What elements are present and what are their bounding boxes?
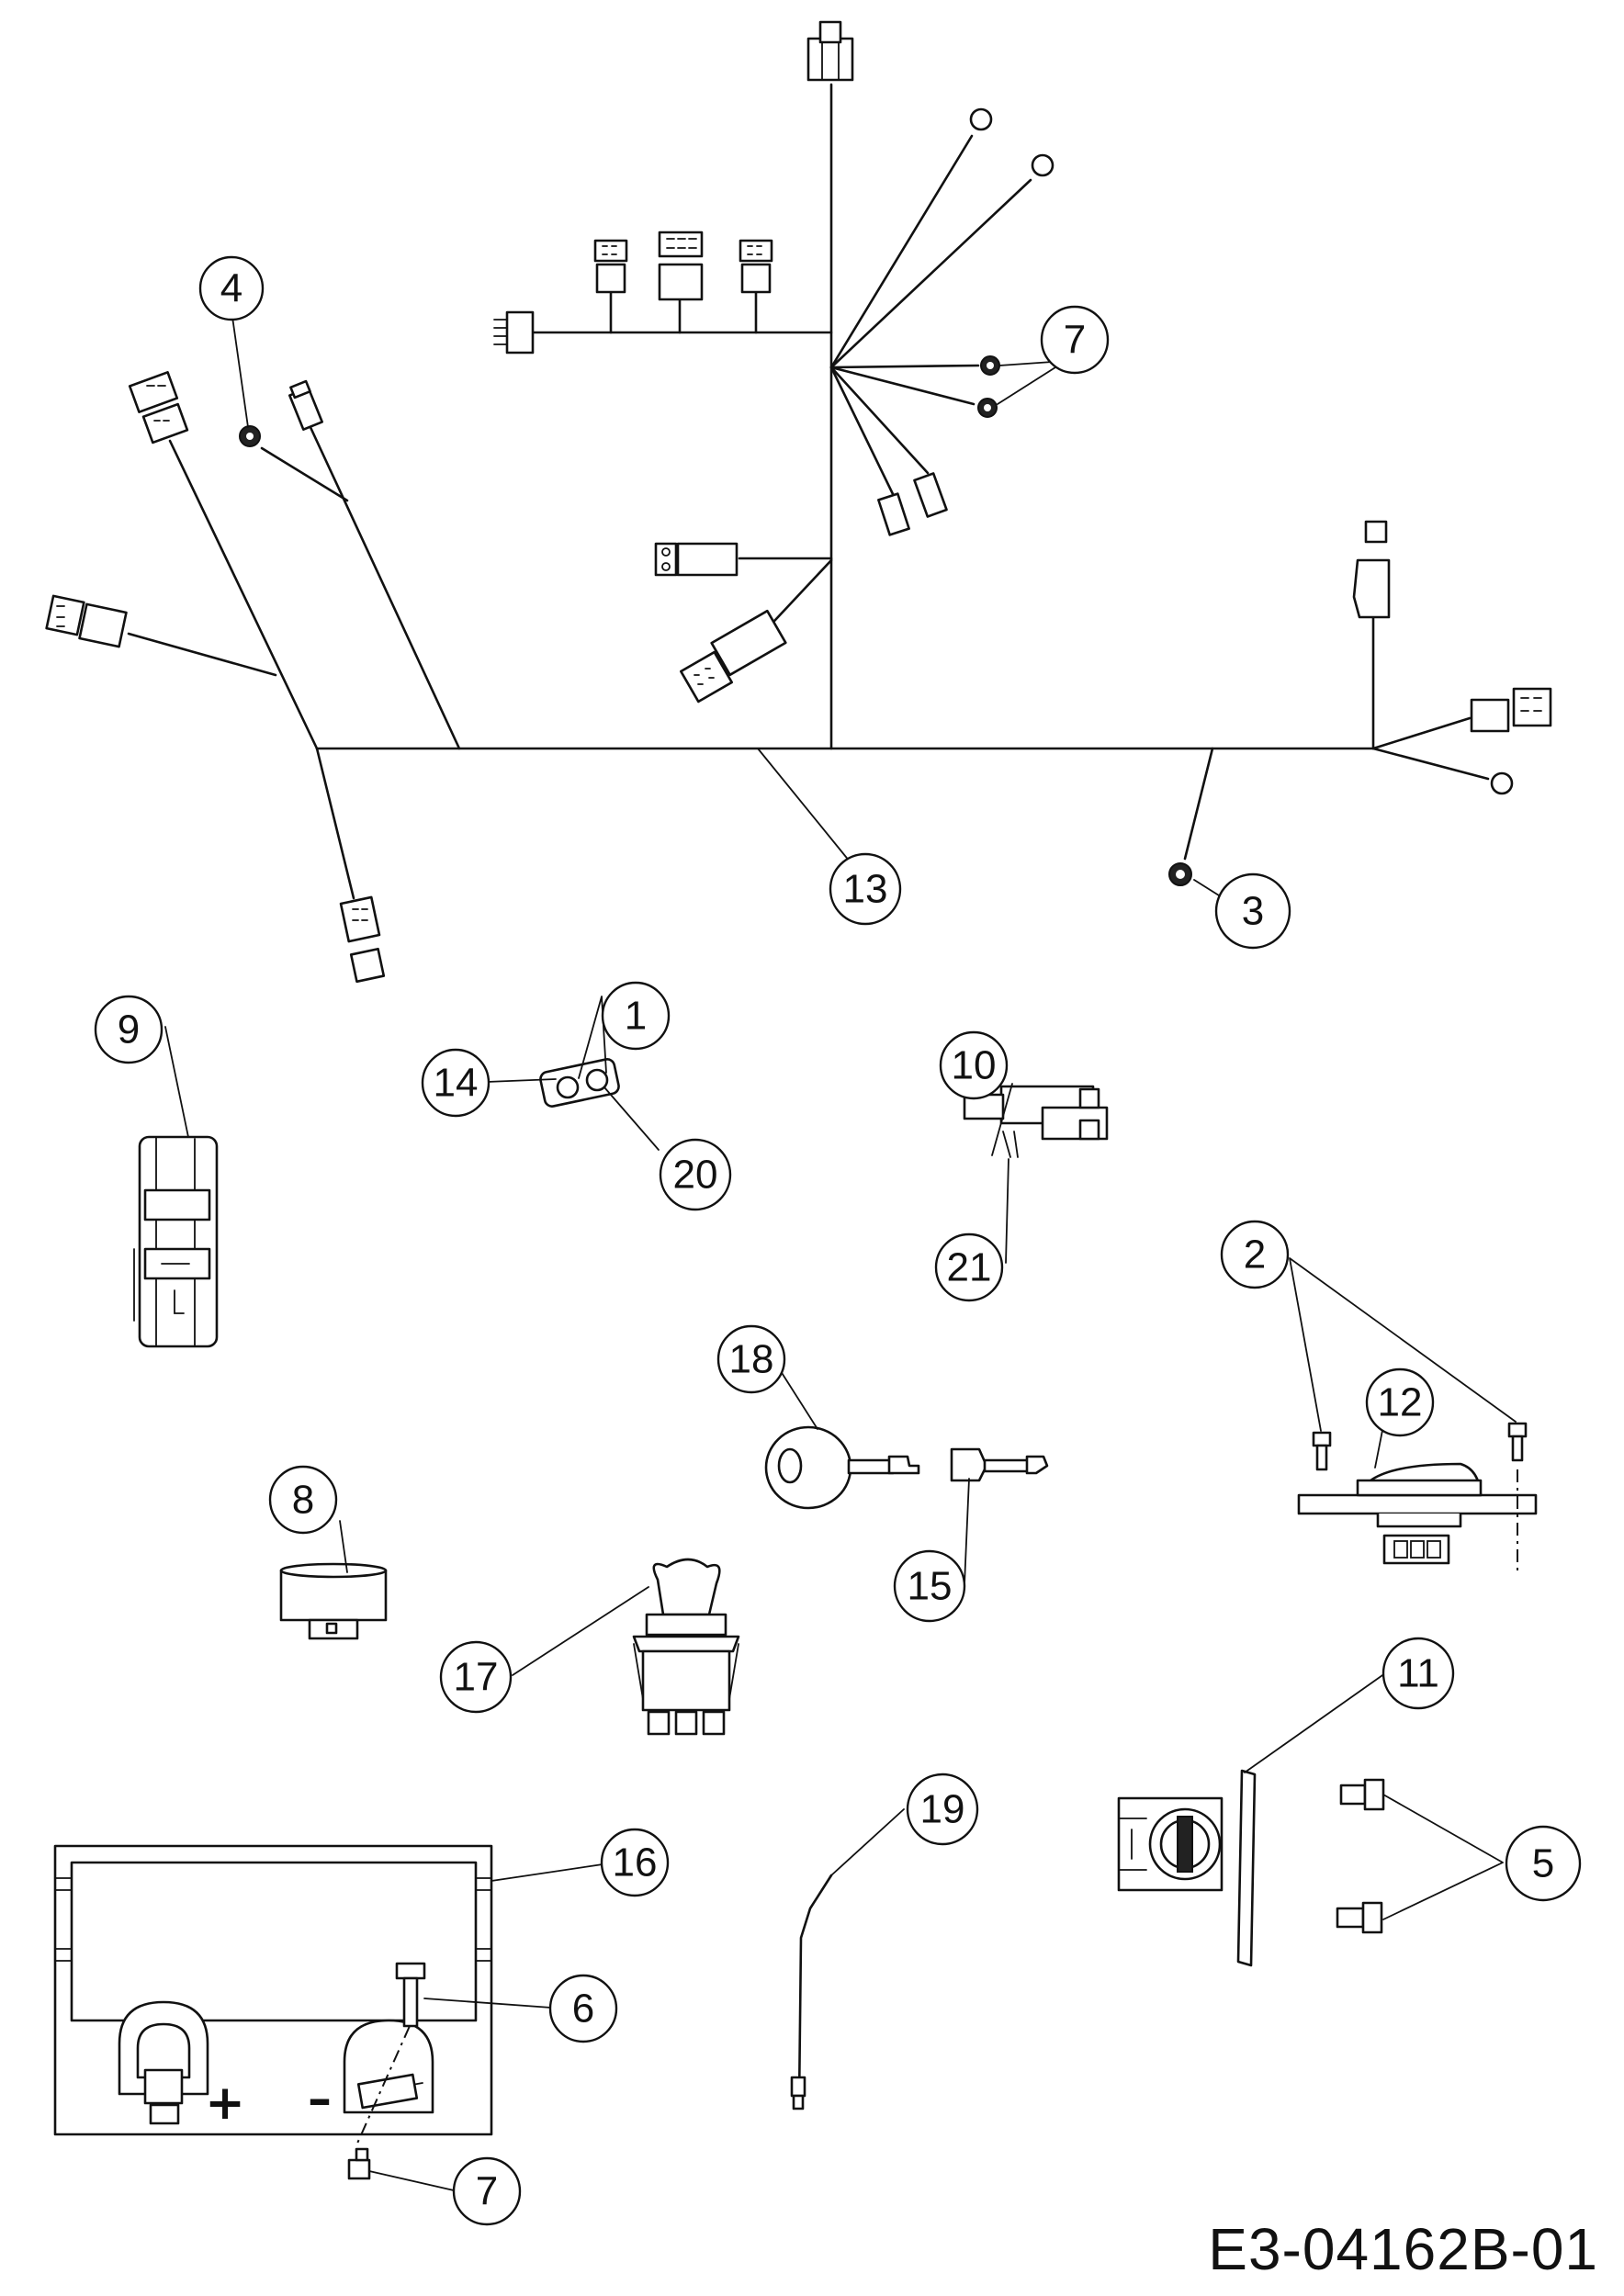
callout-7-top: 7 bbox=[1040, 305, 1110, 375]
callout-1: 1 bbox=[601, 981, 671, 1051]
callout-2: 2 bbox=[1220, 1220, 1290, 1289]
drawing-code: E3-04162B-01 bbox=[1208, 2216, 1598, 2282]
svg-text:11: 11 bbox=[1397, 1651, 1439, 1696]
relay-connector bbox=[658, 231, 704, 301]
svg-text:16: 16 bbox=[613, 1840, 658, 1885]
svg-text:18: 18 bbox=[729, 1337, 774, 1382]
svg-text:12: 12 bbox=[1378, 1380, 1423, 1425]
wiring-harness bbox=[45, 20, 1552, 984]
part-18-key bbox=[764, 1425, 920, 1510]
svg-text:15: 15 bbox=[908, 1564, 953, 1609]
callout-21: 21 bbox=[934, 1232, 1004, 1302]
svg-text:1: 1 bbox=[625, 994, 647, 1039]
callout-13: 13 bbox=[829, 852, 902, 926]
callout-8: 8 bbox=[268, 1465, 338, 1535]
callout-17: 17 bbox=[439, 1640, 513, 1714]
part-19-wire bbox=[790, 1874, 833, 2110]
part-5-screws bbox=[1336, 1778, 1385, 1934]
callout-5: 5 bbox=[1505, 1825, 1582, 1902]
callout-14: 14 bbox=[421, 1048, 491, 1118]
svg-text:21: 21 bbox=[947, 1245, 992, 1290]
svg-text:19: 19 bbox=[920, 1787, 965, 1832]
svg-text:10: 10 bbox=[952, 1043, 997, 1088]
callout-19: 19 bbox=[906, 1773, 979, 1846]
part-17-pto-switch bbox=[632, 1558, 740, 1736]
svg-text:9: 9 bbox=[118, 1007, 140, 1052]
left-bottom-connector bbox=[339, 895, 386, 984]
left-mid-connector bbox=[45, 594, 128, 648]
callout-10: 10 bbox=[939, 1030, 1009, 1100]
svg-text:3: 3 bbox=[1242, 889, 1264, 934]
part-9-switch-panel bbox=[133, 1135, 219, 1348]
battery-plus-symbol: + bbox=[205, 2076, 245, 2131]
small-connector-b bbox=[739, 239, 773, 294]
callout-6: 6 bbox=[548, 1974, 618, 2043]
part-8-cup bbox=[279, 1562, 388, 1640]
svg-text:7: 7 bbox=[1064, 318, 1086, 363]
svg-text:2: 2 bbox=[1244, 1232, 1266, 1277]
callout-4: 4 bbox=[198, 255, 265, 321]
callout-15: 15 bbox=[893, 1549, 966, 1623]
callout-9: 9 bbox=[94, 995, 164, 1064]
svg-text:5: 5 bbox=[1532, 1841, 1554, 1886]
svg-text:7: 7 bbox=[476, 2169, 498, 2214]
callout-12: 12 bbox=[1365, 1367, 1435, 1437]
right-top-connector bbox=[1352, 520, 1391, 619]
callout-7-bottom: 7 bbox=[452, 2156, 522, 2226]
part-15-key bbox=[950, 1447, 1049, 1482]
callouts: 4 7 13 3 9 1 14 20 bbox=[94, 255, 1582, 2226]
callout-20: 20 bbox=[659, 1138, 732, 1211]
svg-text:8: 8 bbox=[292, 1478, 314, 1523]
part-12-switch-assembly bbox=[1297, 1422, 1538, 1572]
part-11-ignition-switch bbox=[1117, 1769, 1257, 1967]
battery-minus-symbol: – bbox=[308, 2072, 332, 2127]
callout-11: 11 bbox=[1382, 1637, 1455, 1710]
callout-16: 16 bbox=[600, 1828, 670, 1897]
svg-text:13: 13 bbox=[843, 867, 888, 912]
svg-text:14: 14 bbox=[434, 1061, 479, 1106]
svg-text:6: 6 bbox=[572, 1986, 594, 2032]
top-connector bbox=[806, 20, 854, 82]
small-connector-a bbox=[593, 239, 628, 294]
callout-18: 18 bbox=[716, 1324, 786, 1394]
callout-3: 3 bbox=[1214, 872, 1291, 950]
svg-text:4: 4 bbox=[220, 266, 242, 311]
part-14-switch-bracket bbox=[539, 1058, 620, 1108]
left-top-connector bbox=[128, 371, 189, 445]
svg-text:20: 20 bbox=[673, 1153, 718, 1198]
part-16-battery: + – bbox=[53, 1844, 493, 2180]
right-connector bbox=[1470, 687, 1552, 733]
leader-lines bbox=[164, 310, 1517, 2191]
comb-connector bbox=[493, 310, 535, 355]
svg-text:17: 17 bbox=[454, 1655, 499, 1700]
part-10-seat-switch bbox=[963, 1085, 1109, 1158]
